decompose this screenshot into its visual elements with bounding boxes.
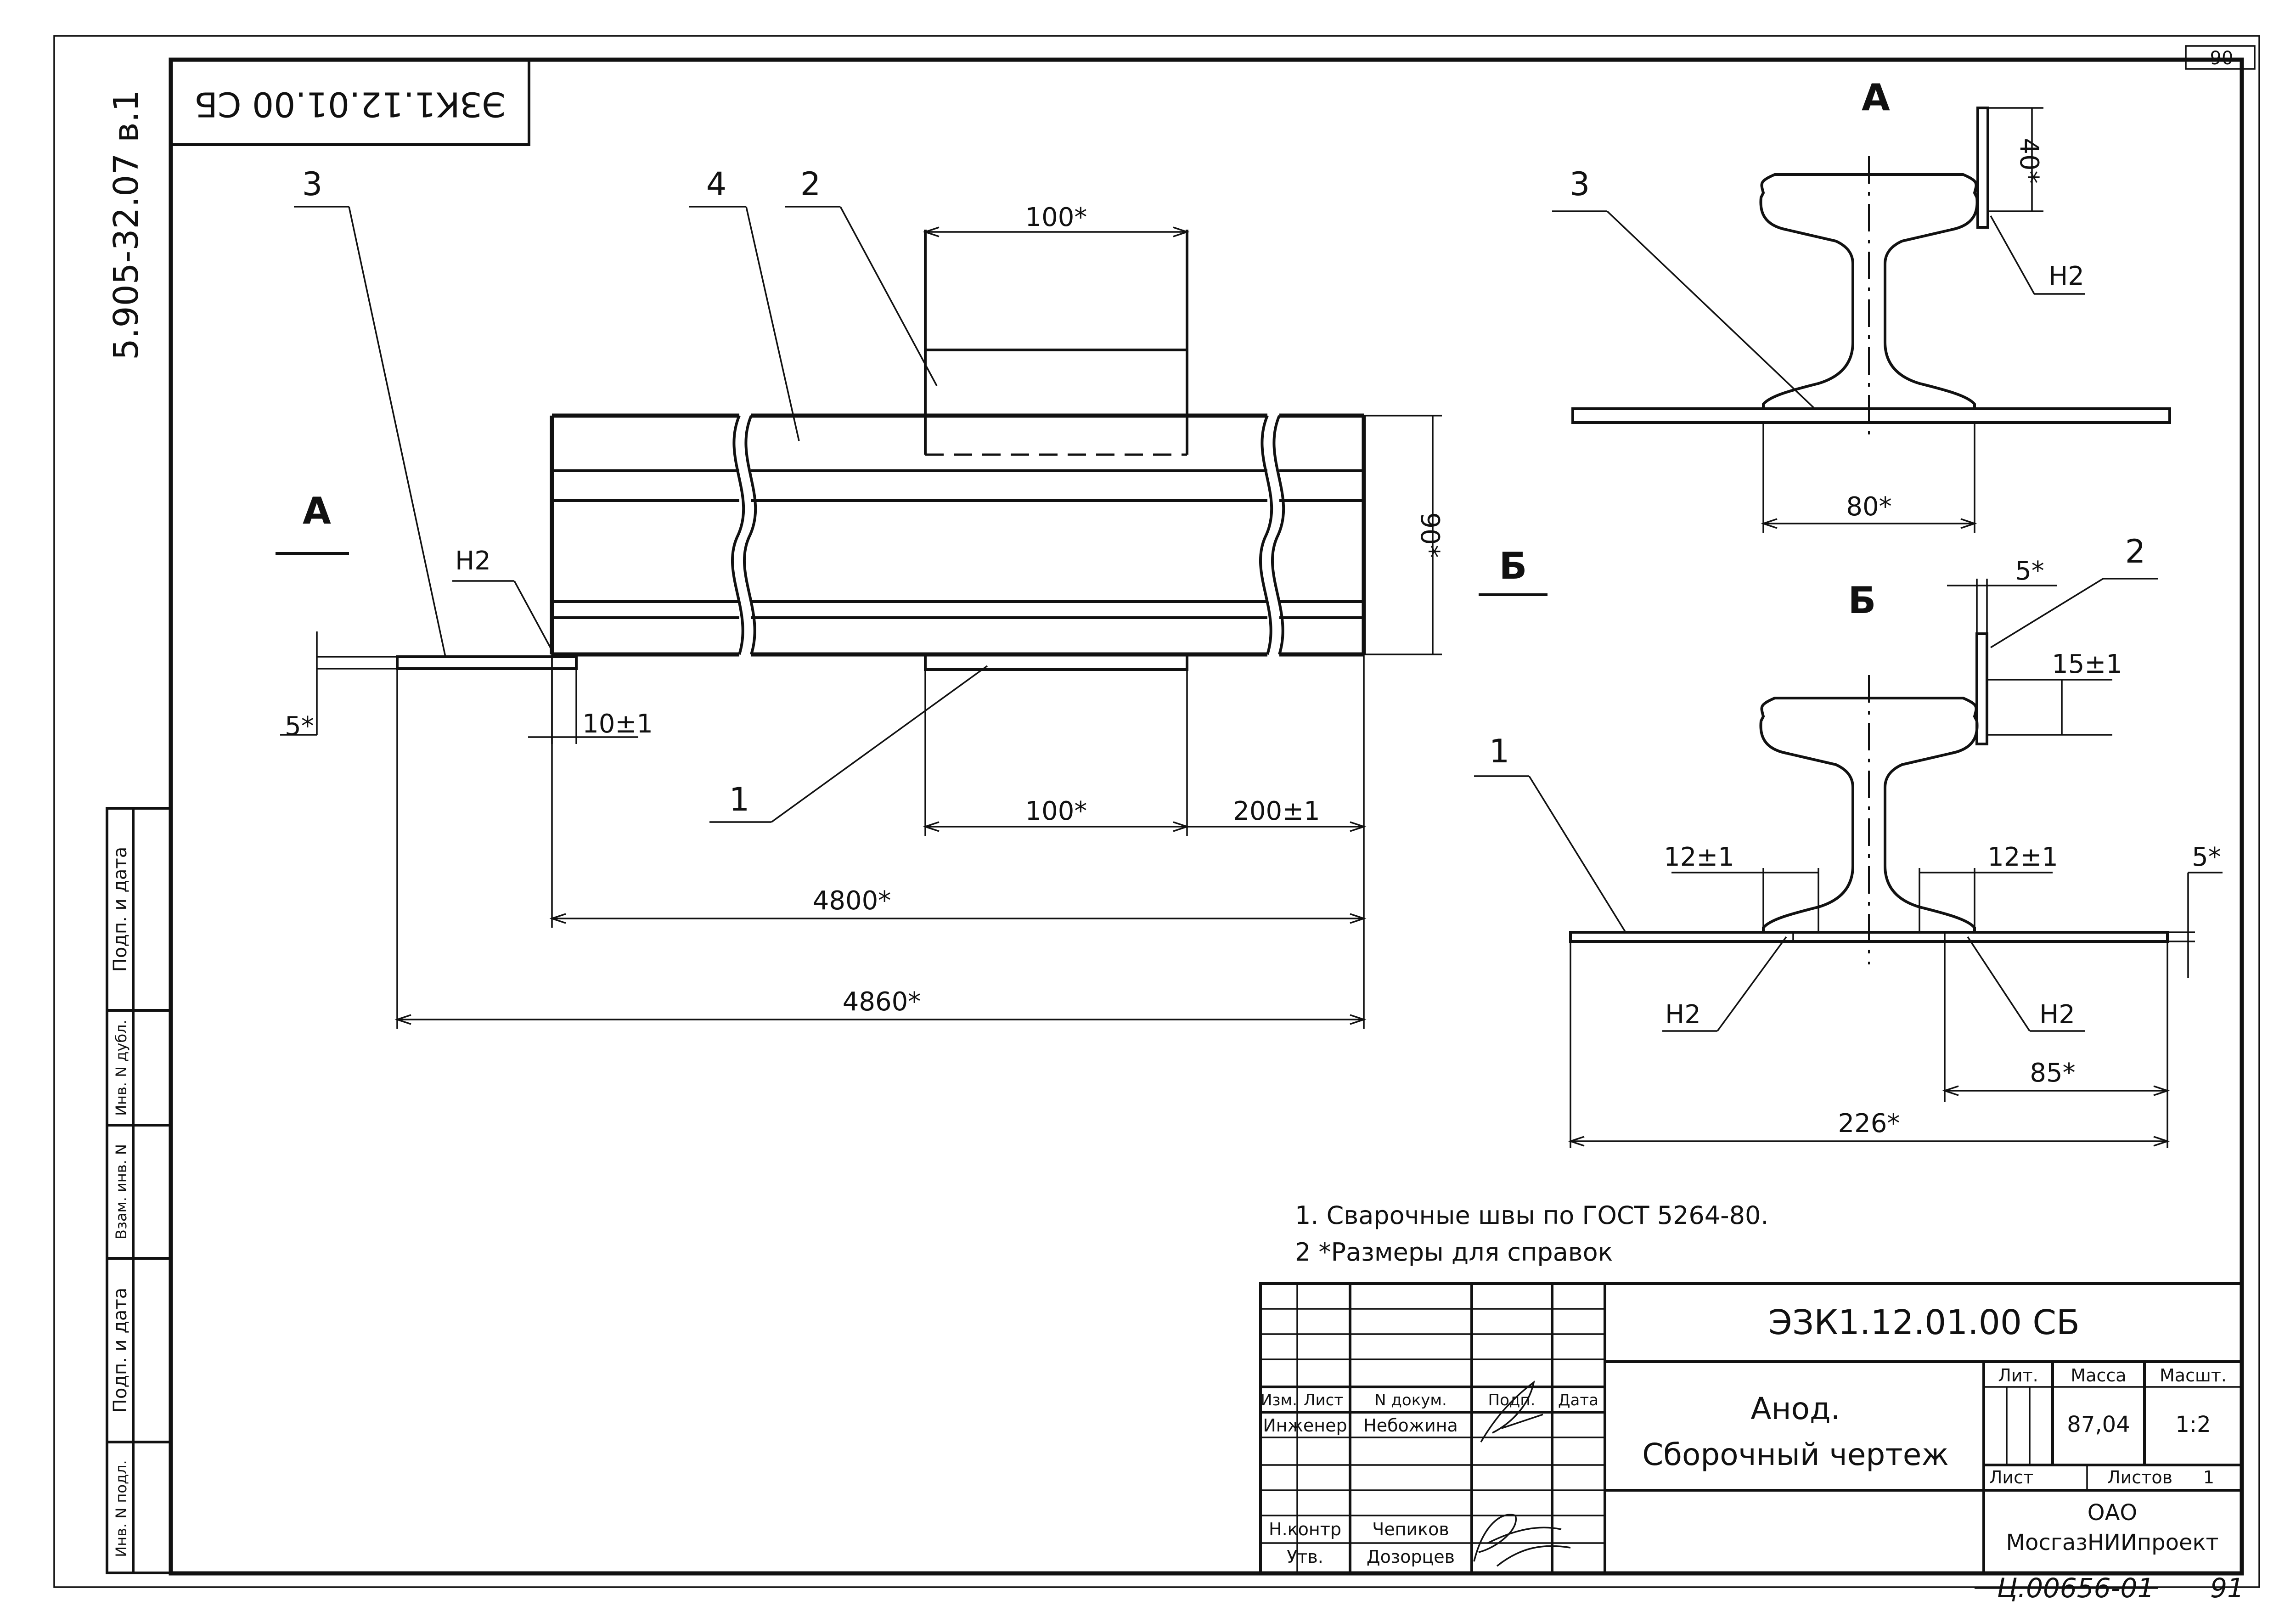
tb-name-nkontr: Чепиков: [1372, 1519, 1449, 1539]
inner-frame: [169, 57, 2244, 1576]
tb-org-line2: МосгазНИИпроект: [2006, 1530, 2219, 1555]
pos-1-main: 1: [729, 781, 750, 818]
footer-page: 91: [2210, 1572, 2244, 1604]
view-a: А 40* Н2 3 80*: [1552, 76, 2171, 533]
tb-org-line1: ОАО: [2088, 1500, 2137, 1526]
dim-90: 90*: [1415, 512, 1445, 558]
part-2-plate: [924, 230, 1188, 456]
dim-5-left: 5*: [285, 711, 314, 741]
strip-label-3: Взам. инв. N: [113, 1144, 130, 1240]
view-b-weld-right: Н2: [2039, 1000, 2075, 1030]
note-2: 2 *Размеры для справок: [1295, 1238, 1613, 1267]
strip-label-2: Инв. N дубл.: [113, 1020, 130, 1116]
tb-code: ЭЗК1.12.01.00 СБ: [1768, 1303, 2080, 1342]
tb-mass-value: 87,04: [2067, 1412, 2130, 1437]
tb-mass-label: Масса: [2071, 1365, 2126, 1386]
strip-label-4: Подп. и дата: [110, 1288, 131, 1413]
view-b-title: Б: [1848, 579, 1876, 622]
section-a-mark: А: [303, 490, 331, 532]
tb-sheet-label: Лист: [1989, 1467, 2033, 1487]
dim-100-top: 100*: [1025, 203, 1087, 232]
dim-12-left: 12±1: [1664, 842, 1734, 872]
view-a-title: А: [1862, 76, 1890, 119]
series-code: 5.905-32.07 в.1: [107, 90, 146, 360]
title-block: Изм. Лист N докум. Подп. Дата Инженер Не…: [1259, 1282, 2243, 1575]
dim-80: 80*: [1846, 492, 1891, 522]
dim-12-right: 12±1: [1987, 842, 2058, 872]
tb-name-line2: Сборочный чертеж: [1642, 1437, 1949, 1472]
tb-sheets-value: 1: [2203, 1467, 2214, 1487]
view-a-weld: Н2: [2048, 261, 2084, 291]
view-b-dim-5-right: 5*: [2192, 842, 2221, 872]
dim-15: 15±1: [2052, 649, 2122, 679]
tb-scale-label: Масшт.: [2160, 1365, 2227, 1386]
tb-hdr-date: Дата: [1558, 1391, 1598, 1409]
side-strip: Подп. и дата Инв. N дубл. Взам. инв. N П…: [106, 807, 172, 1574]
sheet-number-box: [2185, 45, 2256, 70]
tb-lit-label: Лит.: [1998, 1365, 2038, 1386]
tb-role-engineer: Инженер: [1263, 1415, 1347, 1436]
designation-box: [169, 58, 530, 146]
view-b-weld-left: Н2: [1665, 1000, 1701, 1030]
strip-label-5: Инв. N подл.: [113, 1460, 130, 1557]
view-a-plate: [1571, 407, 2171, 424]
tb-name-line1: Анод.: [1750, 1391, 1840, 1426]
tb-sheets-label: Листов: [2107, 1467, 2172, 1487]
dim-85: 85*: [2030, 1058, 2075, 1088]
outer-frame: [53, 35, 2260, 1588]
tb-hdr-doc: N докум.: [1374, 1391, 1447, 1409]
pos-3-main: 3: [302, 165, 323, 203]
main-view: 100* 90* 5* 10±1 Н2 А 3 4: [276, 165, 1445, 1029]
view-a-pos-3: 3: [1570, 165, 1590, 203]
weld-h2-main: Н2: [455, 546, 491, 576]
view-b: Б 5* 15±1 2 1 12±1 12: [1474, 533, 2223, 1148]
pos-4-main: 4: [706, 165, 727, 203]
dim-10: 10±1: [582, 709, 653, 739]
dim-40: 40*: [2014, 138, 2044, 183]
tb-role-nkontr: Н.контр: [1269, 1519, 1341, 1539]
dim-200: 200±1: [1233, 796, 1320, 826]
section-b-mark: Б: [1499, 545, 1527, 587]
view-b-pos-2: 2: [2125, 533, 2146, 570]
dim-100-bottom: 100*: [1025, 796, 1087, 826]
view-b-dim-5: 5*: [2015, 556, 2044, 586]
strip-label-1: Подп. и дата: [110, 847, 131, 972]
part-3-plate: [396, 655, 578, 670]
signature-engineer: [1480, 1380, 1543, 1442]
view-b-pos-1: 1: [1489, 732, 1510, 770]
tb-hdr-sign: Подп.: [1488, 1391, 1536, 1409]
signature-nkontr: [1473, 1514, 1571, 1567]
view-b-plate: [1569, 931, 2169, 943]
tb-hdr-list: Лист: [1304, 1391, 1343, 1409]
designation-rotated: ЭЗК1.12.01.00 СБ: [194, 84, 506, 124]
tb-hdr-izm: Изм.: [1261, 1391, 1297, 1409]
view-b-vertical-plate: [1975, 632, 1988, 745]
pos-2-main: 2: [800, 165, 821, 203]
part-1-plate: [924, 653, 1188, 671]
dim-4860: 4860*: [843, 987, 921, 1017]
tb-name-utv: Дозорцев: [1367, 1547, 1455, 1567]
note-1: 1. Сварочные швы по ГОСТ 5264-80.: [1295, 1201, 1768, 1230]
tb-role-utv: Утв.: [1287, 1547, 1323, 1567]
dim-226: 226*: [1838, 1109, 1900, 1138]
sheet-number: 90: [2210, 48, 2234, 69]
tb-name-engineer: Небожина: [1363, 1415, 1458, 1436]
tb-scale-value: 1:2: [2175, 1412, 2211, 1437]
rail-elevation: [550, 413, 1366, 657]
dim-4800: 4800*: [813, 886, 891, 916]
view-a-vertical-plate: [1976, 107, 1989, 229]
